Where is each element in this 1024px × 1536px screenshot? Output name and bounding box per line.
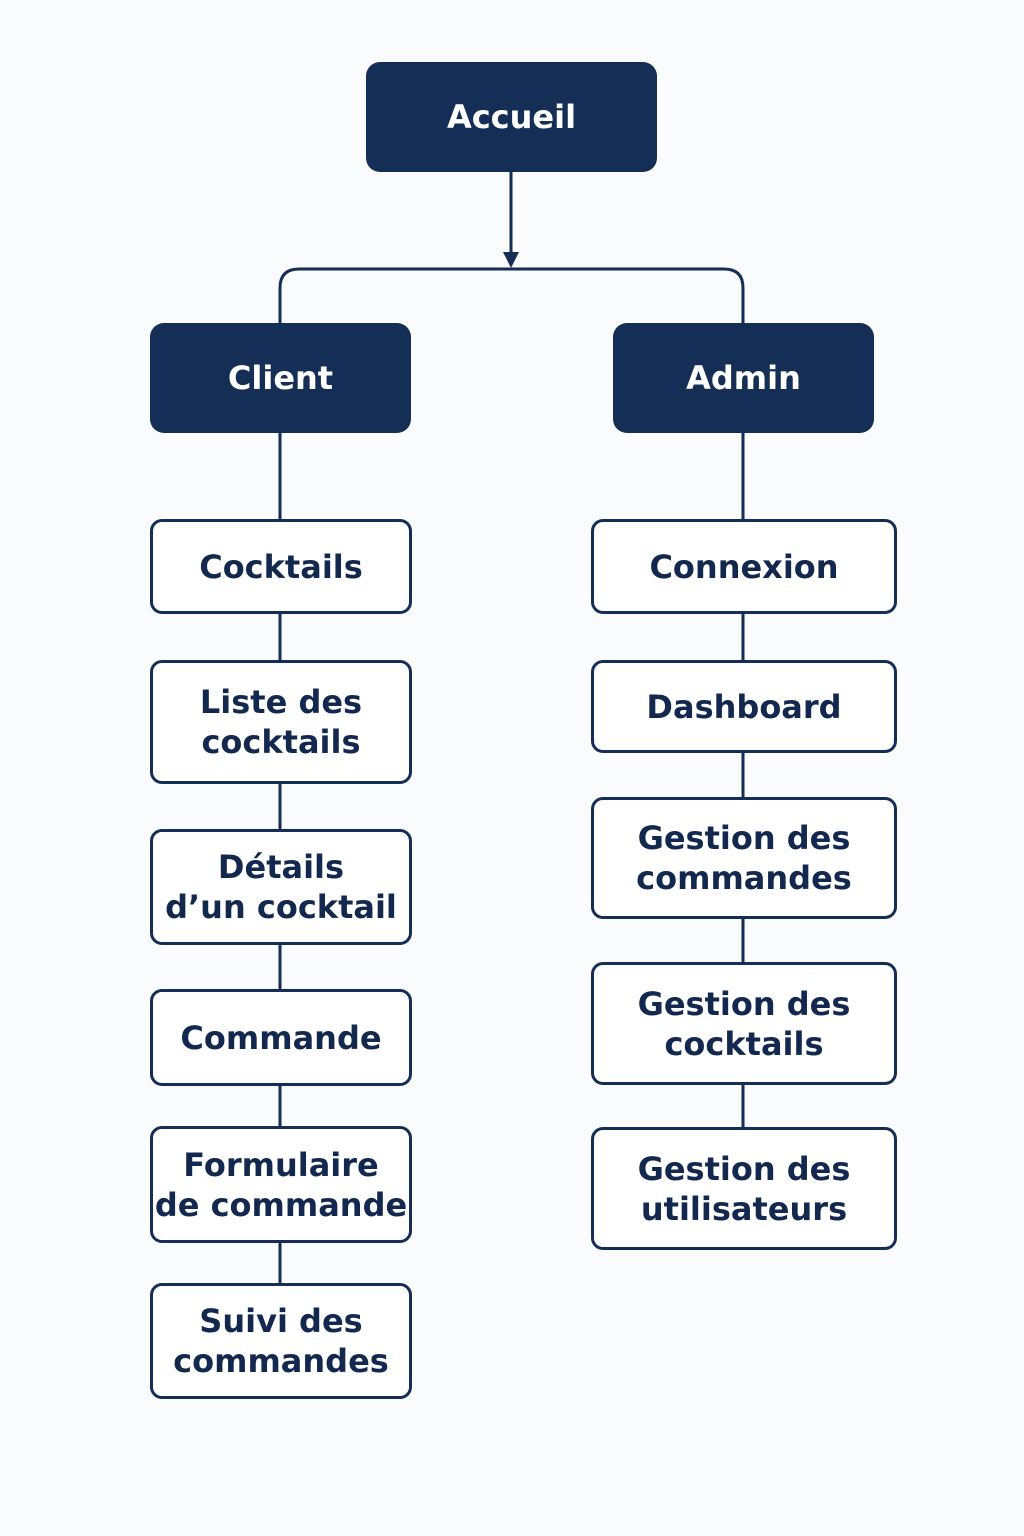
node-details-cocktail: Détails d’un cocktail [150,829,412,945]
root-arrow-head-icon [503,252,519,268]
node-dashboard: Dashboard [591,660,897,753]
node-dashboard-label: Dashboard [646,687,842,726]
node-formulaire-commande-label: Formulaire de commande [154,1145,408,1224]
node-details-cocktail-label: Détails d’un cocktail [165,848,397,926]
node-liste-des-cocktails: Liste des cocktails [150,660,412,784]
node-gestion-utilisateurs-label: Gestion des utilisateurs [637,1149,851,1228]
node-cocktails: Cocktails [150,519,412,614]
node-connexion: Connexion [591,519,897,614]
node-gestion-commandes-label: Gestion des commandes [636,819,852,897]
node-accueil-label: Accueil [446,98,577,136]
node-cocktails-label: Cocktails [199,547,363,586]
node-gestion-commandes: Gestion des commandes [591,797,897,919]
node-client: Client [150,323,411,433]
node-gestion-cocktails: Gestion des cocktails [591,962,897,1085]
node-connexion-label: Connexion [649,547,839,586]
node-suivi-commandes-label: Suivi des commandes [173,1302,389,1380]
node-commande-label: Commande [180,1018,382,1057]
node-admin-label: Admin [686,359,801,397]
node-commande: Commande [150,989,412,1086]
node-accueil: Accueil [366,62,657,172]
node-admin: Admin [613,323,874,433]
node-client-label: Client [227,359,334,397]
node-formulaire-commande: Formulaire de commande [150,1126,412,1243]
node-gestion-utilisateurs: Gestion des utilisateurs [591,1127,897,1250]
branch-connector [278,267,745,323]
node-gestion-cocktails-label: Gestion des cocktails [637,984,851,1063]
node-liste-des-cocktails-label: Liste des cocktails [199,683,363,761]
node-suivi-commandes: Suivi des commandes [150,1283,412,1399]
